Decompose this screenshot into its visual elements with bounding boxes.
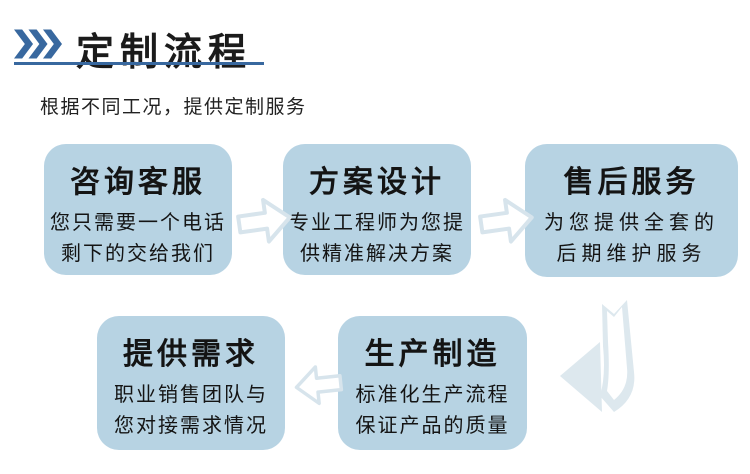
section-subtitle: 根据不同工况，提供定制服务 [40, 97, 307, 118]
step-title: 提供需求 [123, 338, 259, 371]
step-title: 生产制造 [364, 338, 501, 371]
arrow-right-icon [236, 197, 292, 244]
step-desc-line: 为您提供全套的 [544, 212, 719, 234]
step-desc-line: 剩下的交给我们 [61, 243, 215, 265]
step-desc-line: 后期维护服务 [556, 243, 707, 265]
arrow-left-icon [294, 365, 344, 406]
triple-chevron-icon [14, 29, 62, 59]
step-desc-line: 保证产品的质量 [355, 415, 510, 437]
arrow-right-icon [478, 197, 534, 244]
step-title: 售后服务 [563, 166, 700, 199]
step-desc-line: 供精准解决方案 [300, 243, 454, 265]
section-title: 定制流程 [76, 32, 253, 74]
step-title: 方案设计 [309, 166, 445, 199]
step-title: 咨询客服 [70, 166, 206, 199]
step-desc-line: 标准化生产流程 [355, 384, 510, 406]
step-desc-line: 您只需要一个电话 [50, 212, 226, 234]
step-desc-line: 职业销售团队与 [114, 384, 268, 406]
step-card-after-sales: 售后服务 为您提供全套的 后期维护服务 [525, 144, 738, 277]
step-card-consult-service: 咨询客服 您只需要一个电话 剩下的交给我们 [44, 144, 232, 275]
step-desc-line: 您对接需求情况 [114, 415, 268, 437]
title-underline [14, 62, 264, 65]
step-card-provide-requirements: 提供需求 职业销售团队与 您对接需求情况 [97, 316, 285, 450]
step-desc-line: 专业工程师为您提 [289, 212, 465, 234]
step-card-manufacturing: 生产制造 标准化生产流程 保证产品的质量 [338, 316, 527, 450]
step-card-solution-design: 方案设计 专业工程师为您提 供精准解决方案 [283, 144, 471, 275]
arrow-turn-down-left-icon [560, 300, 635, 412]
